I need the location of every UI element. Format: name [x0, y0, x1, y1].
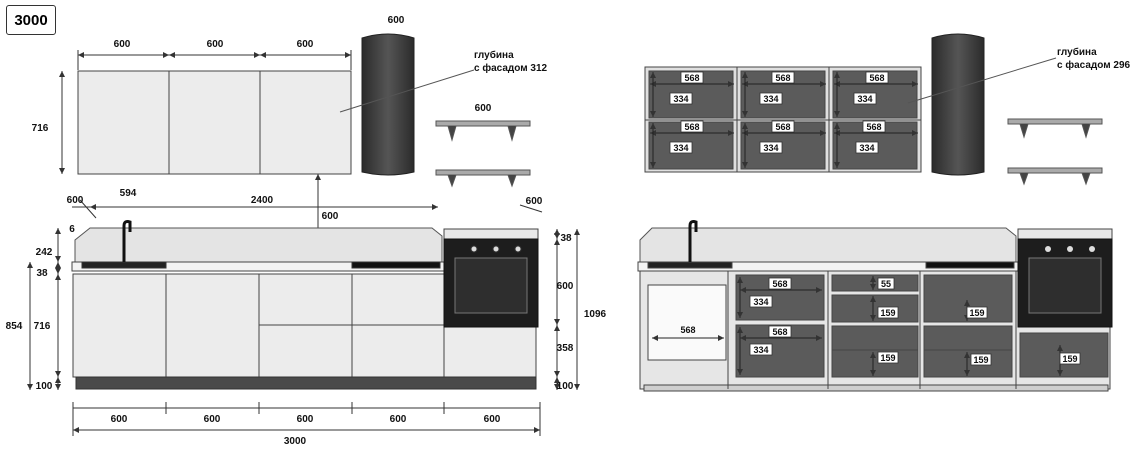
dim-600-gap: 600	[322, 211, 339, 222]
dim-600-left: 600	[67, 195, 84, 206]
dim-600-right: 600	[526, 196, 543, 207]
left-front-view	[27, 33, 580, 436]
label-boxes	[669, 71, 1081, 366]
dim-38: 38	[36, 268, 48, 279]
shelf-width: 600	[475, 103, 492, 114]
wall-cabinets	[77, 70, 352, 175]
upper-h-6: 334	[859, 143, 874, 153]
bottom-width-3: 600	[297, 414, 314, 425]
r-1096: 1096	[584, 309, 607, 320]
dim-242: 242	[36, 247, 53, 258]
hood	[361, 33, 415, 176]
dim-159-3: 159	[969, 308, 984, 318]
plinth	[75, 376, 537, 390]
top-width-1: 600	[114, 39, 131, 50]
upper-w-6: 568	[866, 122, 881, 132]
upper-h-4: 334	[673, 143, 688, 153]
dim-159-4: 159	[973, 355, 988, 365]
dim-854: 854	[6, 321, 23, 332]
r-600: 600	[557, 281, 574, 292]
lower-568b: 568	[772, 327, 787, 337]
dim-100: 100	[36, 381, 53, 392]
upper-h-2: 334	[763, 94, 778, 104]
size-badge: 3000	[6, 5, 56, 35]
backsplash	[74, 227, 443, 263]
dim-159-1: 159	[880, 308, 895, 318]
left-labels: 600 600 600 716 600 глубина с фасадом 31…	[6, 15, 607, 447]
hood-width: 600	[388, 15, 405, 26]
bottom-width-1: 600	[111, 414, 128, 425]
r-38: 38	[560, 233, 572, 244]
dim-55: 55	[881, 279, 891, 289]
open-568: 568	[680, 325, 695, 335]
right-interior-view	[637, 33, 1113, 392]
dim-594: 594	[120, 188, 137, 199]
upper-w-2: 568	[775, 73, 790, 83]
right-shelves	[1007, 118, 1103, 186]
lower-568a: 568	[772, 279, 787, 289]
r-358: 358	[557, 343, 574, 354]
dim-2400: 2400	[251, 195, 274, 206]
right-labels: 568 568 568 568 568 568 334 334 334 334 …	[669, 46, 1131, 366]
depth-line1: глубина	[474, 49, 514, 61]
dim-716: 716	[34, 321, 51, 332]
r-100: 100	[557, 381, 574, 392]
bottom-width-4: 600	[390, 414, 407, 425]
lower-334a: 334	[753, 297, 768, 307]
upper-h-5: 334	[763, 143, 778, 153]
total-width: 3000	[284, 436, 307, 447]
top-width-3: 600	[297, 39, 314, 50]
top-width-2: 600	[207, 39, 224, 50]
depth-right-line1: глубина	[1057, 46, 1097, 58]
dim-159-5: 159	[1062, 354, 1077, 364]
bottom-width-2: 600	[204, 414, 221, 425]
upper-h-3: 334	[857, 94, 872, 104]
upper-w-1: 568	[684, 73, 699, 83]
bottom-width-5: 600	[484, 414, 501, 425]
faucet-right-icon	[688, 220, 698, 262]
faucet-icon	[122, 220, 132, 262]
depth-right-line2: с фасадом 296	[1057, 59, 1131, 71]
upper-w-3: 568	[869, 73, 884, 83]
upper-h-1: 334	[673, 94, 688, 104]
upper-w-5: 568	[775, 122, 790, 132]
lower-334b: 334	[753, 345, 768, 355]
base-cabinets	[72, 273, 537, 378]
upper-w-4: 568	[684, 122, 699, 132]
top-height: 716	[32, 123, 49, 134]
hob	[351, 261, 441, 269]
wall-shelves	[435, 120, 531, 188]
dim-6: 6	[69, 224, 75, 235]
depth-line2: с фасадом 312	[474, 62, 548, 74]
dim-159-2: 159	[880, 353, 895, 363]
hood-right	[931, 33, 985, 176]
